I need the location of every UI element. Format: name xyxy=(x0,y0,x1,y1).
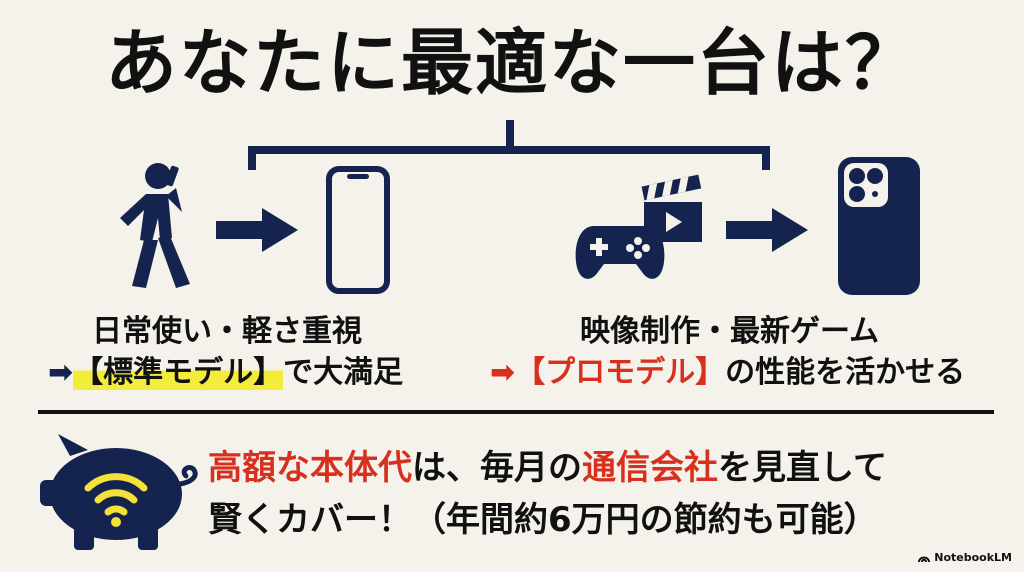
clapperboard-icon xyxy=(641,174,702,242)
right-arrow-icon xyxy=(216,208,298,252)
savings-tip-line2: 賢くカバー！（年間約6万円の節約も可能） xyxy=(208,500,878,540)
tip-connector-text: は、毎月の xyxy=(412,448,582,488)
brand-name: NotebookLM xyxy=(934,551,1012,564)
page-title: あなたに最適な一台は？ xyxy=(104,21,919,105)
tip-action-text: を見直して xyxy=(718,448,887,488)
arrow-glyph-icon: ➡ xyxy=(490,355,516,390)
pro-model-label: 【プロモデル】 xyxy=(515,355,726,390)
person-on-phone-icon xyxy=(120,163,190,288)
pro-phone-icon xyxy=(838,157,920,295)
standard-model-label: 【標準モデル】 xyxy=(73,355,284,390)
arrow-glyph-icon: ➡ xyxy=(48,355,74,390)
piggy-bank-wifi-icon xyxy=(40,434,198,550)
right-arrow-icon xyxy=(726,208,808,252)
brand-watermark: NotebookLM xyxy=(918,551,1012,564)
standard-use-case: 日常使い・軽さ重視 xyxy=(92,314,362,349)
pro-recommendation: ➡【プロモデル】の性能を活かせる xyxy=(490,353,965,393)
savings-tip-line1: 高額な本体代は、毎月の通信会社を見直して xyxy=(208,443,887,493)
notebooklm-logo-icon xyxy=(918,556,931,562)
gamepad-icon xyxy=(575,226,665,279)
standard-recommendation: ➡【標準モデル】で大満足 xyxy=(48,353,403,393)
pro-use-case: 映像制作・最新ゲーム xyxy=(580,314,880,349)
carrier-phrase: 通信会社 xyxy=(582,448,718,488)
device-cost-phrase: 高額な本体代 xyxy=(208,448,412,488)
smartphone-icon xyxy=(326,166,390,294)
standard-recommendation-text: で大満足 xyxy=(283,355,404,390)
pro-recommendation-text: の性能を活かせる xyxy=(725,355,966,390)
section-divider xyxy=(38,410,994,414)
comparison-bracket xyxy=(248,120,770,170)
